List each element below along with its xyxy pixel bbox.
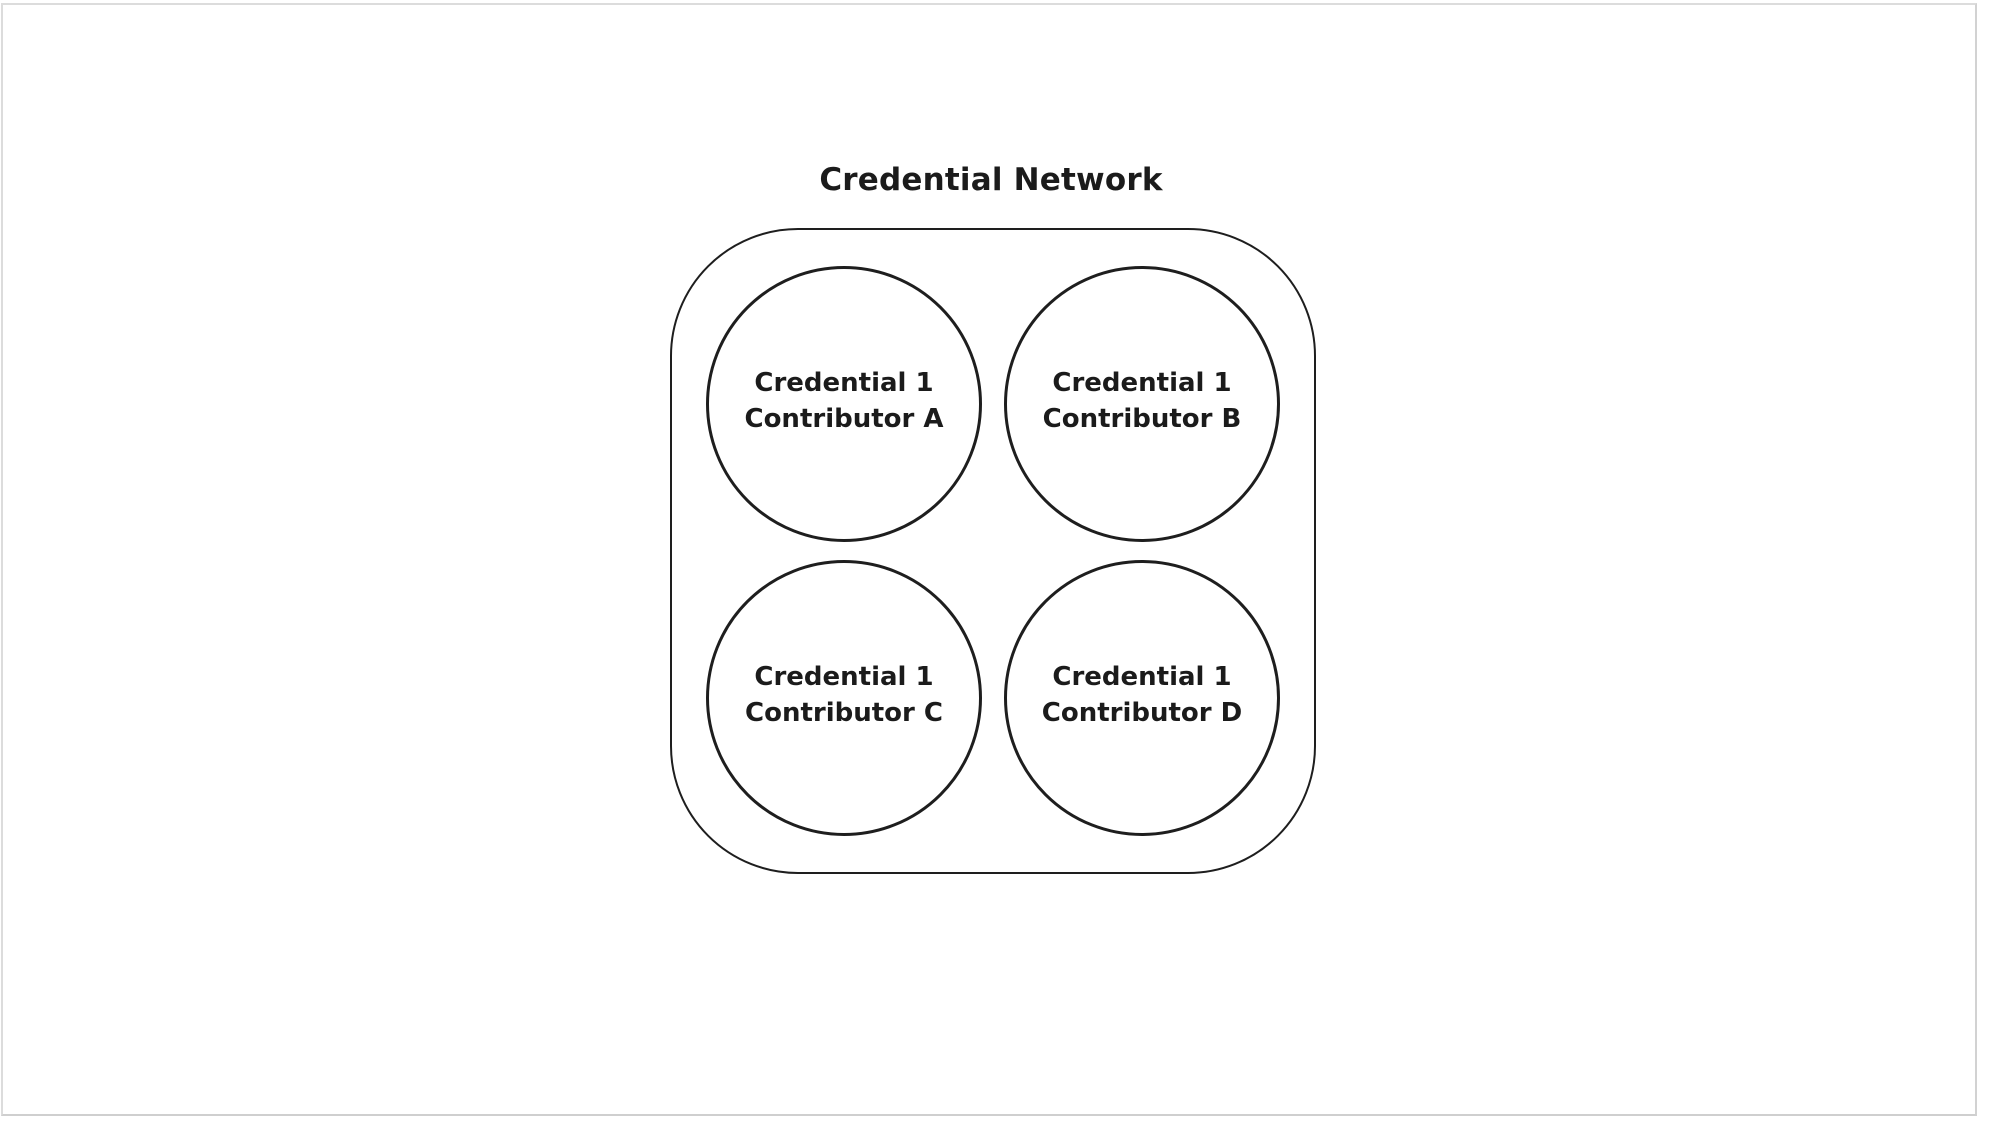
node-contributor-c: Credential 1 Contributor C bbox=[706, 560, 982, 836]
diagram-title: Credential Network bbox=[819, 162, 1163, 198]
node-contributor-label: Contributor D bbox=[1041, 698, 1243, 728]
page-frame bbox=[1, 3, 1977, 1116]
node-contributor-label: Contributor B bbox=[1042, 404, 1242, 434]
node-credential-label: Credential 1 bbox=[754, 662, 934, 692]
node-contributor-b: Credential 1 Contributor B bbox=[1004, 266, 1280, 542]
node-contributor-label: Contributor C bbox=[745, 698, 943, 728]
node-credential-label: Credential 1 bbox=[1052, 662, 1232, 692]
node-contributor-d: Credential 1 Contributor D bbox=[1004, 560, 1280, 836]
node-credential-label: Credential 1 bbox=[754, 368, 934, 398]
node-contributor-label: Contributor A bbox=[744, 404, 944, 434]
node-credential-label: Credential 1 bbox=[1052, 368, 1232, 398]
node-contributor-a: Credential 1 Contributor A bbox=[706, 266, 982, 542]
network-container bbox=[670, 228, 1316, 874]
